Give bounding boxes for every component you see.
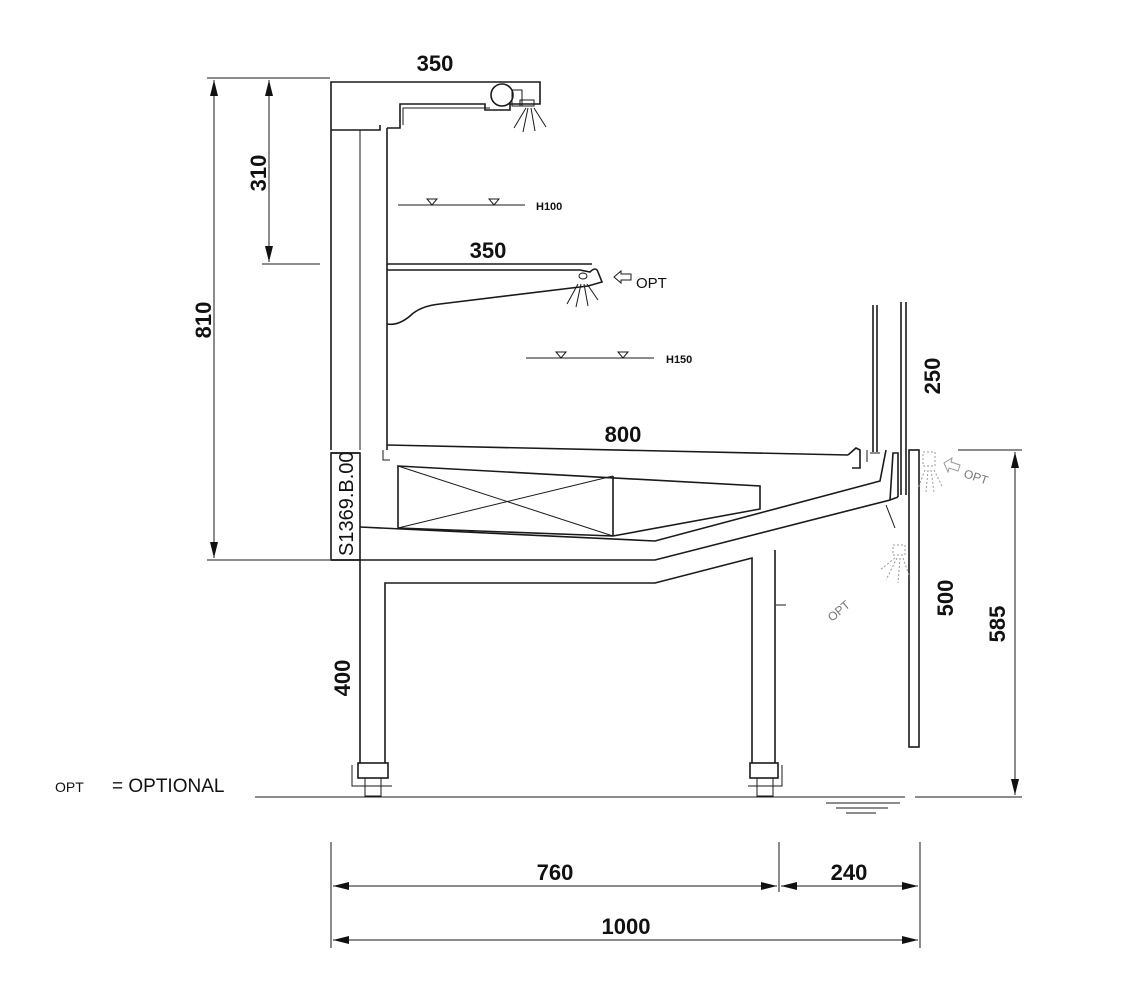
dimension-310: 310 bbox=[246, 77, 320, 265]
base-compartment: S1369.B.00 bbox=[330, 451, 361, 561]
floor bbox=[255, 796, 905, 814]
opt-front-label: OPT bbox=[962, 467, 990, 488]
dimension-310-label: 310 bbox=[246, 155, 271, 192]
dimension-240-label: 240 bbox=[831, 860, 868, 885]
frame: 400 bbox=[330, 550, 786, 797]
dimension-400-label: 400 bbox=[330, 660, 355, 697]
opt-shelf-label: OPT bbox=[636, 275, 667, 292]
dimension-1000-label: 1000 bbox=[602, 914, 651, 939]
lamp-icon bbox=[490, 83, 514, 107]
base-tray: 800 bbox=[331, 422, 880, 469]
opt-lower-label: OPT bbox=[825, 597, 853, 624]
level-mark-h150-label: H150 bbox=[666, 354, 692, 366]
dimension-500-label: 500 bbox=[933, 580, 958, 617]
optional-front-light: OPT bbox=[917, 451, 990, 493]
level-mark-h100: H100 bbox=[398, 198, 562, 213]
leg-foot-right bbox=[748, 762, 783, 797]
level-mark-h150: H150 bbox=[526, 351, 692, 366]
dimension-585: 585 bbox=[915, 449, 1022, 798]
dimension-810: 810 bbox=[191, 77, 330, 561]
dimension-350-top-label: 350 bbox=[417, 51, 454, 76]
middle-shelf: 350 OPT bbox=[386, 238, 667, 326]
body-contour bbox=[331, 449, 899, 561]
legend-meaning: = OPTIONAL bbox=[112, 776, 224, 797]
light-rays-shelf-icon bbox=[566, 283, 599, 308]
dimension-810-label: 810 bbox=[191, 302, 216, 339]
front-glass: 250 bbox=[872, 302, 945, 495]
opt-arrow-front-icon bbox=[943, 456, 961, 474]
canopy: 350 bbox=[330, 51, 547, 450]
bottom-dimensions: 760 240 1000 bbox=[330, 842, 921, 948]
dimension-350-shelf-label: 350 bbox=[470, 238, 507, 263]
dimension-250-label: 250 bbox=[920, 358, 945, 395]
front-panel: 500 bbox=[908, 449, 958, 748]
legend-abbr: OPT bbox=[55, 779, 84, 795]
leg-foot-left bbox=[351, 762, 392, 797]
evaporator bbox=[397, 465, 761, 537]
drawing-code-label: S1369.B.00 bbox=[336, 451, 358, 556]
dimension-760-label: 760 bbox=[537, 860, 574, 885]
optional-lower-light: OPT bbox=[825, 544, 911, 624]
level-mark-h100-label: H100 bbox=[536, 201, 562, 213]
light-rays-top-icon bbox=[513, 107, 547, 133]
dimension-800-label: 800 bbox=[605, 422, 642, 447]
legend: OPT = OPTIONAL bbox=[55, 776, 224, 797]
opt-arrow-shelf-icon bbox=[613, 269, 632, 285]
dimension-585-label: 585 bbox=[985, 606, 1010, 643]
